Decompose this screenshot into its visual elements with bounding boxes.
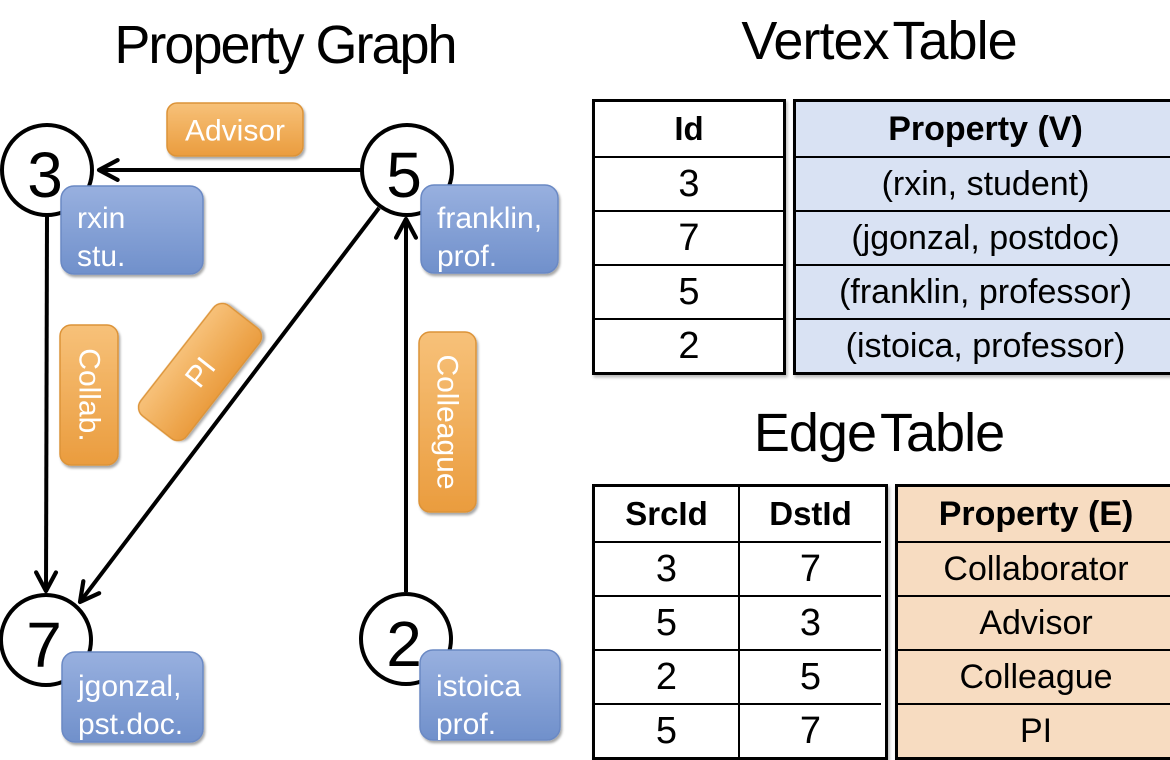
- vertex-table-property-column: Property (V) (rxin, student) (jgonzal, p…: [793, 99, 1170, 375]
- edge-label-pi: PI: [137, 302, 263, 442]
- node-2-property-line1: istoica: [436, 670, 521, 703]
- vertex-id-header: Id: [674, 110, 704, 147]
- vertex-id-cell: 3: [595, 156, 783, 210]
- node-2-id-label: 2: [386, 608, 422, 680]
- edge-srcid-header: SrcId: [625, 495, 708, 532]
- edge-property-header: Property (E): [898, 487, 1170, 541]
- edge-property-cell: Advisor: [898, 595, 1170, 649]
- edge-table: SrcId DstId 3 7 5 3 2 5 5 7 Property (E)…: [592, 484, 1170, 760]
- edge-label-collab-text: Collab.: [73, 348, 106, 441]
- node-2-property-line2: prof.: [436, 708, 496, 741]
- edge-table-property-column: Property (E) Collaborator Advisor Collea…: [895, 484, 1170, 760]
- edge-property-cell: Collaborator: [898, 541, 1170, 595]
- vertex-property-header: Property (V): [796, 102, 1170, 156]
- edge-dstid-header: DstId: [738, 487, 881, 541]
- edge-srcid-cell: 3: [595, 541, 738, 595]
- edge-property-cell: Colleague: [898, 649, 1170, 703]
- vertex-id-cell: 2: [595, 318, 783, 372]
- vertex-id-cell: 5: [595, 264, 783, 318]
- edge-3-to-7: [34, 215, 59, 594]
- node-7-property-box: jgonzal, pst.doc.: [61, 651, 204, 743]
- node-7-property-line1: jgonzal,: [77, 670, 181, 703]
- edge-label-advisor: Advisor: [166, 102, 304, 157]
- node-2-property-box: istoica prof.: [419, 649, 561, 741]
- edge-dstid-cell: 5: [738, 649, 881, 703]
- edge-label-colleague: Colleague: [418, 331, 477, 513]
- property-graph-title: Property Graph: [114, 15, 457, 75]
- node-5-property-line2: prof.: [437, 240, 497, 273]
- vertex-id-cell: 7: [595, 210, 783, 264]
- edge-table-src-dst-columns: SrcId DstId 3 7 5 3 2 5 5 7: [592, 484, 888, 760]
- edge-srcid-cell: 5: [595, 595, 738, 649]
- edge-label-colleague-text: Colleague: [431, 354, 464, 489]
- node-3-id-label: 3: [27, 139, 63, 211]
- node-5-id-label: 5: [386, 139, 422, 211]
- edge-srcid-cell: 2: [595, 649, 738, 703]
- property-graph-diagram: Advisor Collab. PI Colleague 3 5 7 2 rxi…: [0, 102, 561, 743]
- vertex-property-cell: (franklin, professor): [796, 264, 1170, 318]
- edge-label-collab: Collab.: [59, 324, 119, 466]
- edge-dstid-cell: 7: [738, 703, 881, 757]
- vertex-property-cell: (rxin, student): [796, 156, 1170, 210]
- edge-label-advisor-text: Advisor: [185, 115, 285, 148]
- vertex-property-cell: (jgonzal, postdoc): [796, 210, 1170, 264]
- edge-srcid-cell: 5: [595, 703, 738, 757]
- edge-5-to-7: [77, 206, 381, 605]
- node-7-property-line2: pst.doc.: [78, 708, 183, 741]
- edge-dstid-cell: 3: [738, 595, 881, 649]
- edge-property-cell: PI: [898, 703, 1170, 757]
- vertex-table-title: Vertex Table: [741, 11, 1017, 71]
- edge-table-title: Edge Table: [753, 403, 1005, 463]
- node-5-property-line1: franklin,: [437, 202, 542, 235]
- node-3-property-line2: stu.: [77, 240, 125, 273]
- edge-dstid-cell: 7: [738, 541, 881, 595]
- vertex-table-id-column: Id 3 7 5 2: [592, 99, 786, 375]
- node-3-property-box: rxin stu.: [60, 185, 204, 275]
- vertex-table: Id 3 7 5 2 Property (V) (rxin, student) …: [592, 99, 1170, 375]
- node-5-property-box: franklin, prof.: [420, 184, 559, 274]
- node-7-id-label: 7: [26, 609, 62, 681]
- vertex-property-cell: (istoica, professor): [796, 318, 1170, 372]
- node-3-property-line1: rxin: [77, 202, 125, 235]
